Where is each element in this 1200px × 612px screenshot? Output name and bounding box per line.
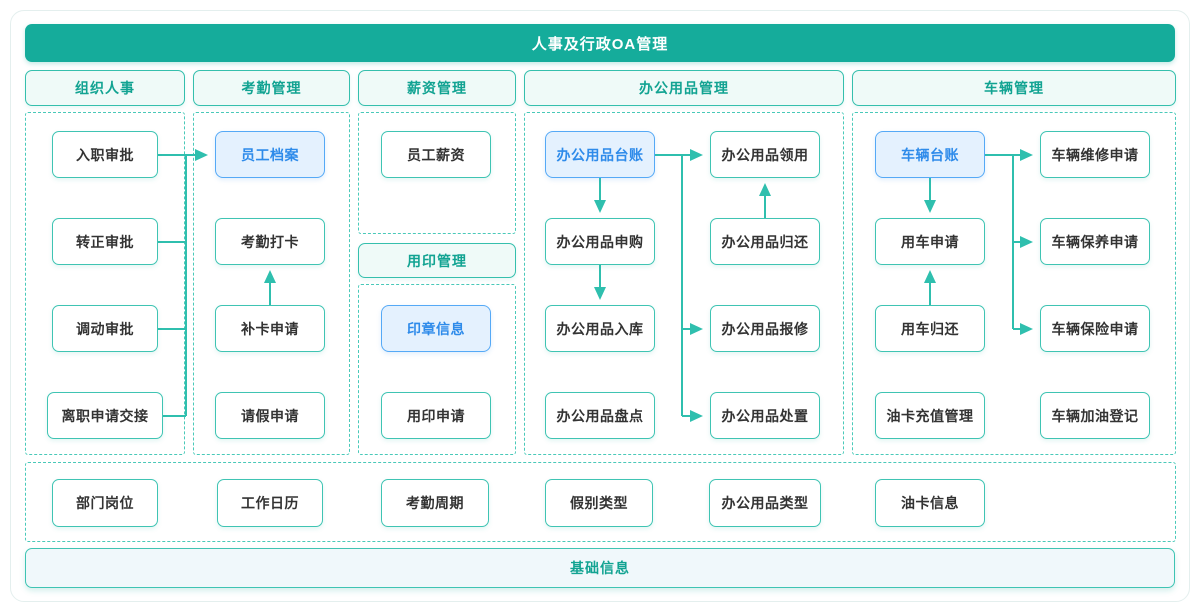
column-header-office-supplies: 办公用品管理 (524, 70, 844, 106)
node-vehicle-refuel-log: 车辆加油登记 (1040, 392, 1150, 439)
diagram-title: 人事及行政OA管理 (25, 24, 1175, 62)
column-header-org-personnel: 组织人事 (25, 70, 185, 106)
node-supplies-inbound: 办公用品入库 (545, 305, 655, 352)
node-attendance-cycle: 考勤周期 (381, 479, 489, 527)
column-header-seal: 用印管理 (358, 243, 516, 278)
node-employee-salary: 员工薪资 (381, 131, 491, 178)
column-header-vehicle: 车辆管理 (852, 70, 1176, 106)
node-supplies-return: 办公用品归还 (710, 218, 820, 265)
node-seal-usage-request: 用印申请 (381, 392, 491, 439)
node-employee-archive: 员工档案 (215, 131, 325, 178)
node-department-position: 部门岗位 (52, 479, 158, 527)
node-resignation-handover: 离职申请交接 (47, 392, 163, 439)
node-vehicle-ledger: 车辆台账 (875, 131, 985, 178)
node-supplies-stocktake: 办公用品盘点 (545, 392, 655, 439)
node-fuel-card-info: 油卡信息 (875, 479, 985, 527)
outer-card-border (10, 10, 1190, 602)
footer-base-info-bar: 基础信息 (25, 548, 1175, 588)
node-vehicle-insurance-request: 车辆保险申请 (1040, 305, 1150, 352)
node-vehicle-maintenance-request: 车辆保养申请 (1040, 218, 1150, 265)
node-supplies-repair: 办公用品报修 (710, 305, 820, 352)
column-header-salary: 薪资管理 (358, 70, 516, 106)
node-transfer-approval: 调动审批 (52, 305, 158, 352)
node-work-calendar: 工作日历 (217, 479, 323, 527)
node-vehicle-repair-request: 车辆维修申请 (1040, 131, 1150, 178)
node-supplies-purchase: 办公用品申购 (545, 218, 655, 265)
section-base-info (25, 462, 1176, 542)
node-supplies-type: 办公用品类型 (709, 479, 821, 527)
node-fuel-card-recharge: 油卡充值管理 (875, 392, 985, 439)
node-onboarding-approval: 入职审批 (52, 131, 158, 178)
node-attendance-clockin: 考勤打卡 (215, 218, 325, 265)
node-vehicle-return: 用车归还 (875, 305, 985, 352)
node-leave-request: 请假申请 (215, 392, 325, 439)
node-seal-info: 印章信息 (381, 305, 491, 352)
column-header-attendance: 考勤管理 (193, 70, 350, 106)
node-supplies-disposal: 办公用品处置 (710, 392, 820, 439)
node-supplies-claim: 办公用品领用 (710, 131, 820, 178)
node-supplies-ledger: 办公用品台账 (545, 131, 655, 178)
node-vehicle-use-request: 用车申请 (875, 218, 985, 265)
node-leave-type: 假别类型 (545, 479, 653, 527)
node-clockin-correction: 补卡申请 (215, 305, 325, 352)
node-probation-approval: 转正审批 (52, 218, 158, 265)
